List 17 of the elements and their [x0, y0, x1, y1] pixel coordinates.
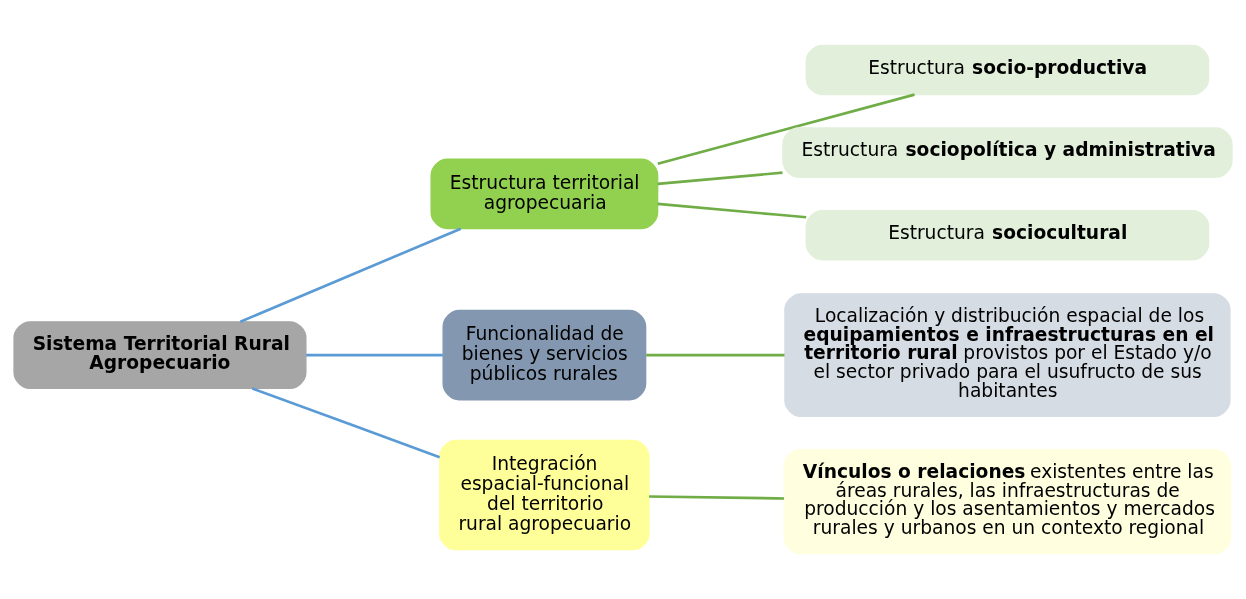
node-box: Sistema Territorial Rural Agropecuario [13, 321, 307, 390]
node-box: Vínculos o relaciones existentes entre las áreas rurales, las infraestructuras de producción y los asentamientos y mercados rurales y urbanos en un contexto regional [783, 449, 1232, 555]
node-box: Estructura territorial agropecuaria [430, 158, 659, 230]
connector [657, 202, 807, 219]
connector [251, 387, 441, 459]
node-box: Estructura socio-productiva [805, 44, 1210, 96]
connector [657, 93, 915, 166]
connector [239, 227, 462, 323]
connector [649, 495, 785, 500]
connector [657, 171, 783, 186]
node-box: Estructura sociopolítica y administrativa [782, 127, 1233, 178]
connector [646, 353, 785, 357]
node-box: Localización y distribución espacial de los equipamientos e infraestructuras en el territorio rural provistos por el Estado y/o el sector privado para el usufructo de sus habitantes [784, 293, 1231, 418]
node-box: Integración espacial-funcional del territorio rural agropecuario [439, 439, 650, 551]
connector [306, 353, 443, 357]
node-box: Estructura sociocultural [805, 209, 1210, 261]
node-box: Funcionalidad de bienes y servicios públicos rurales [442, 309, 647, 401]
